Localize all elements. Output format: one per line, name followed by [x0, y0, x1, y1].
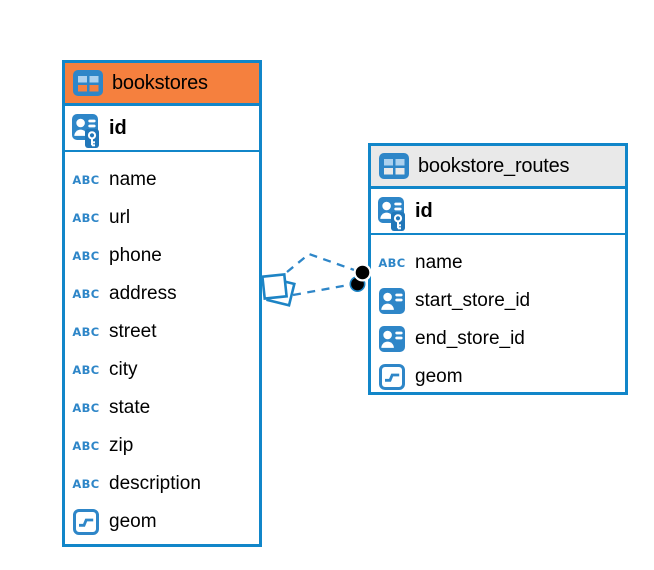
- abc-text-icon: ABC: [72, 439, 100, 453]
- relationship-line-upper[interactable]: [286, 252, 358, 273]
- column-name: name: [415, 252, 463, 273]
- column-row-name[interactable]: ABC name: [371, 244, 625, 282]
- column-name: description: [109, 473, 201, 494]
- column-row-zip[interactable]: ABC zip: [65, 427, 259, 465]
- table-bookstore-routes[interactable]: bookstore_routes id ABC name start_store…: [368, 143, 628, 395]
- column-row-id[interactable]: id: [371, 189, 625, 235]
- column-row-start-store-id[interactable]: start_store_id: [371, 282, 625, 320]
- column-row-address[interactable]: ABC address: [65, 275, 259, 313]
- column-name: url: [109, 207, 131, 228]
- geometry-icon: [377, 364, 407, 390]
- column-row-street[interactable]: ABC street: [65, 313, 259, 351]
- column-row-phone[interactable]: ABC phone: [65, 237, 259, 275]
- abc-text-icon: ABC: [72, 325, 100, 339]
- relationship-line-lower[interactable]: [292, 282, 355, 297]
- abc-text-icon: ABC: [72, 173, 100, 187]
- column-row-geom[interactable]: geom: [65, 503, 259, 541]
- abc-text-icon: ABC: [72, 477, 100, 491]
- column-name: zip: [109, 435, 134, 456]
- table-title: bookstores: [112, 71, 208, 94]
- abc-text-icon: ABC: [72, 211, 100, 225]
- table-icon: [73, 70, 103, 96]
- table-icon: [379, 153, 409, 179]
- column-name: id: [109, 116, 127, 139]
- column-name: id: [415, 199, 433, 222]
- column-name: state: [109, 397, 151, 418]
- column-row-name[interactable]: ABC name: [65, 161, 259, 199]
- person-key-icon: [71, 107, 101, 149]
- table-bookstores[interactable]: bookstores id ABC name ABC url ABC phone…: [62, 60, 262, 547]
- abc-text-icon: ABC: [72, 363, 100, 377]
- table-bookstore-routes-header[interactable]: bookstore_routes: [371, 146, 625, 189]
- abc-text-icon: ABC: [72, 249, 100, 263]
- column-row-city[interactable]: ABC city: [65, 351, 259, 389]
- column-row-url[interactable]: ABC url: [65, 199, 259, 237]
- column-list: ABC name ABC url ABC phone ABC address A…: [65, 152, 259, 550]
- column-name: start_store_id: [415, 290, 531, 311]
- column-name: name: [109, 169, 157, 190]
- column-row-end-store-id[interactable]: end_store_id: [371, 320, 625, 358]
- column-row-id[interactable]: id: [65, 106, 259, 152]
- column-row-description[interactable]: ABC description: [65, 465, 259, 503]
- person-key-icon: [377, 190, 407, 232]
- column-name: end_store_id: [415, 328, 525, 349]
- geometry-icon: [71, 509, 101, 535]
- column-row-geom[interactable]: geom: [371, 358, 625, 396]
- person-ref-icon: [377, 326, 407, 352]
- table-bookstores-header[interactable]: bookstores: [65, 63, 259, 106]
- person-ref-icon: [377, 288, 407, 314]
- abc-text-icon: ABC: [72, 401, 100, 415]
- column-name: street: [109, 321, 157, 342]
- column-name: geom: [415, 366, 463, 387]
- column-name: city: [109, 359, 138, 380]
- abc-text-icon: ABC: [378, 256, 406, 270]
- column-name: geom: [109, 511, 157, 532]
- column-list: ABC name start_store_id end_store_id ge: [371, 235, 625, 405]
- column-name: phone: [109, 245, 162, 266]
- column-row-state[interactable]: ABC state: [65, 389, 259, 427]
- abc-text-icon: ABC: [72, 287, 100, 301]
- relationship-squares-marker[interactable]: [260, 272, 296, 307]
- table-title: bookstore_routes: [418, 154, 570, 177]
- column-name: address: [109, 283, 177, 304]
